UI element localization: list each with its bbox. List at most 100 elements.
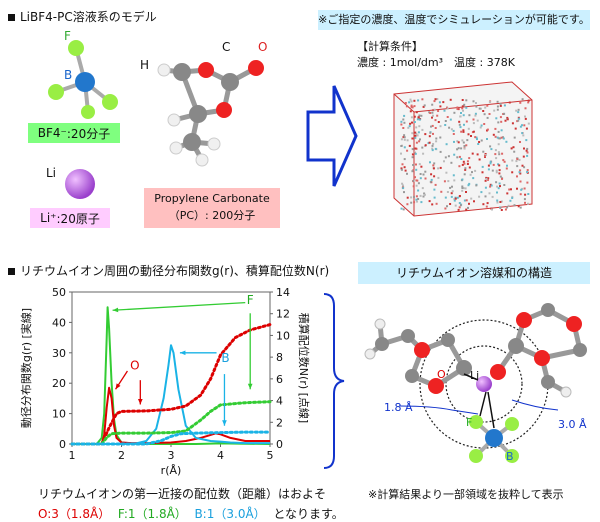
molecule-dot [435, 140, 438, 143]
molecule-dot [454, 204, 457, 207]
molecule-dot [484, 106, 487, 109]
molecule-dot [429, 112, 432, 114]
molecule-dot [400, 145, 403, 147]
molecule-dot [514, 127, 517, 130]
molecule-dot [478, 107, 481, 110]
molecule-dot [499, 206, 502, 209]
molecule-dot [461, 187, 464, 189]
molecule-dot [468, 114, 471, 117]
molecule-dot [405, 105, 408, 108]
molecule-dot [506, 206, 509, 209]
molecule-dot [527, 101, 530, 104]
molecule-dot [411, 153, 414, 156]
molecule-dot [471, 131, 474, 134]
conclusion-end: となります。 [273, 507, 344, 521]
molecule-dot [499, 116, 502, 119]
annotation-o: O [130, 359, 139, 373]
molecule-dot [478, 141, 481, 143]
molecule-dot [517, 108, 520, 111]
molecule-dot [506, 192, 509, 195]
molecule-dot [413, 201, 416, 204]
molecule-dot [502, 136, 504, 139]
molecule-dot [500, 136, 503, 139]
molecule-dot [463, 145, 466, 147]
molecule-dot [446, 191, 449, 193]
molecule-dot [421, 146, 424, 149]
molecule-dot [427, 142, 430, 145]
molecule-dot [431, 111, 434, 114]
molecule-dot [406, 139, 409, 142]
molecule-dot [406, 196, 409, 199]
molecule-dot [470, 197, 473, 200]
molecule-dot [424, 144, 427, 147]
model-title: LiBF4-PC溶液系のモデル [20, 10, 157, 24]
molecule-dot [446, 205, 448, 208]
molecule-dot [526, 147, 529, 150]
x-tick-label: 4 [217, 449, 224, 462]
molecule-dot [519, 125, 522, 128]
molecule-dot [410, 196, 413, 199]
molecule-dot [499, 175, 502, 178]
molecule-dot [437, 167, 440, 170]
molecule-dot [479, 107, 482, 110]
molecule-dot [403, 146, 406, 149]
model-title-row: LiBF4-PC溶液系のモデル [8, 8, 157, 25]
molecule-dot [460, 158, 463, 160]
li-formula: Li⁺ [40, 211, 57, 225]
molecule-dot [424, 170, 427, 173]
molecule-dot [424, 177, 427, 180]
molecule-dot [472, 100, 475, 103]
molecule-dot [475, 105, 478, 108]
molecule-dot [490, 184, 493, 187]
molecule-dot [485, 177, 488, 180]
molecule-dot [488, 101, 491, 103]
molecule-dot [511, 197, 514, 199]
dist-inner-label: 1.8 Å [384, 401, 413, 414]
molecule-dot [420, 165, 423, 168]
molecule-dot [489, 185, 492, 188]
molecule-dot [433, 175, 436, 178]
annotation-b-arrow-n-head [222, 420, 227, 426]
molecule-dot [519, 206, 522, 209]
molecule-dot [402, 187, 405, 190]
molecule-dot [418, 163, 421, 166]
molecule-dot [433, 188, 436, 191]
molecule-dot [413, 99, 416, 102]
molecule-dot [507, 204, 510, 207]
molecule-dot [486, 128, 489, 131]
molecule-dot [516, 175, 518, 178]
molecule-dot [500, 129, 503, 132]
molecule-dot [400, 138, 403, 141]
molecule-dot [400, 167, 403, 170]
molecule-dot [414, 147, 417, 150]
molecule-dot [527, 99, 530, 102]
molecule-dot [517, 119, 520, 122]
molecule-dot [523, 166, 526, 169]
molecule-dot [411, 132, 414, 135]
molecule-dot [461, 163, 464, 166]
molecule-dot [416, 200, 418, 203]
molecule-dot [404, 102, 407, 104]
molecule-dot [403, 136, 406, 139]
molecule-dot [481, 171, 484, 174]
molecule-dot [415, 195, 418, 198]
molecule-dot [410, 116, 413, 119]
molecule-dot [450, 161, 453, 164]
molecule-dot [524, 117, 527, 120]
molecule-dot [493, 109, 496, 112]
molecule-dot [419, 194, 422, 197]
molecule-dot [400, 207, 403, 210]
li-atom-label: Li [46, 166, 57, 180]
molecule-dot [458, 206, 461, 209]
molecule-dot [431, 116, 433, 119]
molecule-dot [521, 124, 523, 127]
molecule-dot [472, 177, 475, 180]
molecule-dot [451, 190, 454, 193]
molecule-dot [496, 108, 499, 111]
molecule-dot [509, 199, 512, 202]
molecule-dot [410, 104, 413, 107]
molecule-dot [526, 151, 529, 154]
molecule-dot [527, 122, 530, 125]
molecule-dot [432, 167, 435, 170]
molecule-dot [463, 147, 466, 150]
